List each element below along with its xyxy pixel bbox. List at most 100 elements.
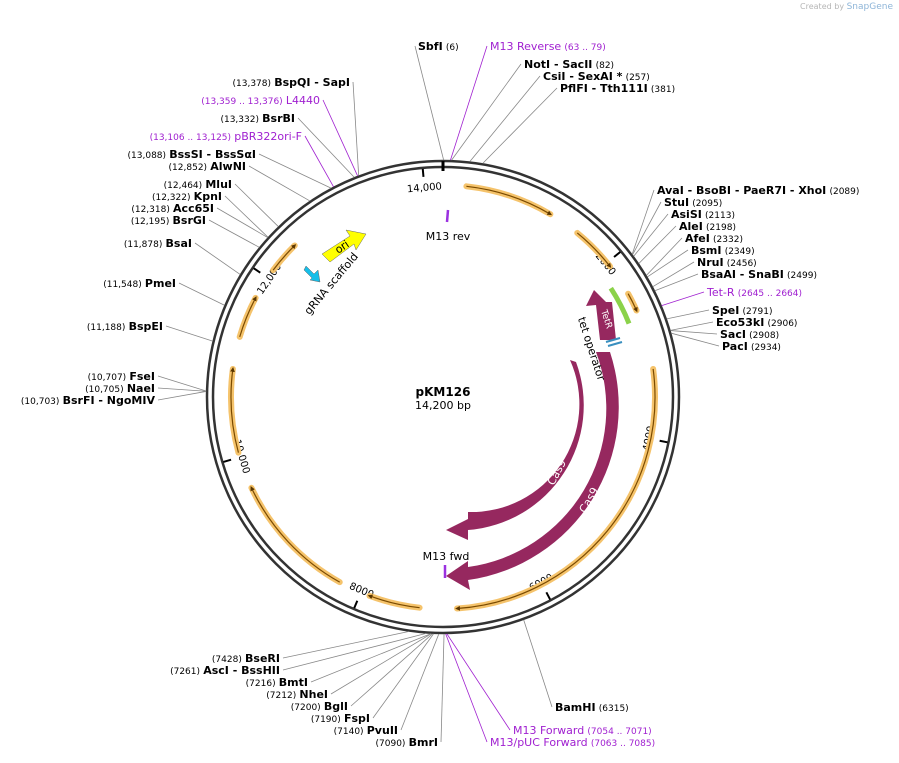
restriction-site-label[interactable]: AleI (2198) xyxy=(679,220,736,233)
site-position: (13,359 .. 13,376) xyxy=(201,97,282,107)
restriction-site-label[interactable]: (13,106 .. 13,125) pBR322ori-F xyxy=(150,130,302,143)
restriction-site-label[interactable]: M13/pUC Forward (7063 .. 7085) xyxy=(490,736,655,749)
restriction-site-label[interactable]: BsaAI - SnaBI (2499) xyxy=(701,268,817,281)
site-position: (2791) xyxy=(743,307,773,317)
primer-label-m13-fwd: M13 fwd xyxy=(423,550,470,563)
restriction-site-label[interactable]: (10,703) BsrFI - NgoMIV xyxy=(21,394,156,407)
site-position: (381) xyxy=(651,85,675,95)
site-name: FspI xyxy=(344,712,370,725)
restriction-site-label[interactable]: AfeI (2332) xyxy=(685,232,743,245)
restriction-site-label[interactable]: (7216) BmtI xyxy=(246,676,308,689)
site-name: M13 Reverse xyxy=(490,40,561,53)
restriction-site-label[interactable]: (13,378) BspQI - SapI xyxy=(233,76,351,89)
site-name: BspQI - SapI xyxy=(274,76,350,89)
restriction-site-label[interactable]: (7261) AscI - BssHII xyxy=(170,664,280,677)
site-leader xyxy=(304,135,334,187)
restriction-site-label[interactable]: (11,188) BspEI xyxy=(87,320,163,333)
restriction-site-label[interactable]: (7090) BmrI xyxy=(376,736,439,749)
site-name: pBR322ori-F xyxy=(234,130,302,143)
restriction-site-label[interactable]: SacI (2908) xyxy=(720,328,779,341)
restriction-site-label[interactable]: (13,088) BssSI - BssSαI xyxy=(128,148,256,161)
restriction-site-label[interactable]: StuI (2095) xyxy=(664,196,722,209)
restriction-site-label[interactable]: NotI - SacII (82) xyxy=(524,58,614,71)
tick-mark xyxy=(659,439,668,444)
site-name: AvaI - BsoBI - PaeR7I - XhoI xyxy=(657,184,826,197)
restriction-site-label[interactable]: SpeI (2791) xyxy=(712,304,772,317)
site-leader xyxy=(310,633,431,683)
restriction-site-label[interactable]: PflFI - Tth111I (381) xyxy=(560,82,675,95)
restriction-site-label[interactable]: M13 Reverse (63 .. 79) xyxy=(490,40,606,53)
site-position: (2908) xyxy=(749,331,779,341)
restriction-site-label[interactable]: NruI (2456) xyxy=(697,256,757,269)
restriction-site-label[interactable]: AsiSI (2113) xyxy=(671,208,735,221)
site-position: (12,852) xyxy=(169,163,208,173)
site-position: (13,332) xyxy=(220,115,259,125)
site-position: (2089) xyxy=(829,187,859,197)
restriction-site-label[interactable]: SbfI (6) xyxy=(418,40,459,53)
restriction-site-label[interactable]: (7212) NheI xyxy=(266,688,328,701)
site-name: L4440 xyxy=(286,94,320,107)
site-position: (2934) xyxy=(751,343,781,353)
site-position: (10,703) xyxy=(21,397,60,407)
orf-arc-line xyxy=(455,368,656,611)
site-position: (6315) xyxy=(599,704,629,714)
site-position: (63 .. 79) xyxy=(564,43,605,53)
orf-arc xyxy=(463,183,554,218)
restriction-site-label[interactable]: (13,332) BsrBI xyxy=(220,112,295,125)
restriction-site-label[interactable]: Tet-R (2645 .. 2664) xyxy=(706,286,802,299)
site-leader xyxy=(469,75,541,162)
backbone xyxy=(205,159,681,635)
restriction-site-label[interactable]: (12,464) MluI xyxy=(164,178,232,191)
restriction-site-label[interactable]: BsmI (2349) xyxy=(691,244,755,257)
restriction-site-label[interactable]: (12,322) KpnI xyxy=(152,190,222,203)
site-leader xyxy=(352,81,360,176)
site-leader xyxy=(647,249,689,278)
restriction-site-label[interactable]: (7190) FspI xyxy=(311,712,370,725)
tetr-highlight xyxy=(608,286,632,325)
restriction-site-label[interactable]: (11,878) BsaI xyxy=(124,237,192,250)
site-position: (11,548) xyxy=(103,280,142,290)
site-name: Acc65I xyxy=(173,202,214,215)
site-position: (2095) xyxy=(692,199,722,209)
site-leader xyxy=(654,273,699,292)
feature-cas9-outer[interactable]: Cas9 xyxy=(446,352,619,590)
restriction-site-label[interactable]: (7140) PvuII xyxy=(334,724,398,737)
restriction-site-label[interactable]: M13 Forward (7054 .. 7071) xyxy=(513,724,652,737)
restriction-site-label[interactable]: (12,195) BsrGI xyxy=(131,214,206,227)
feature-label-cas9-inner: Cas9 xyxy=(545,457,569,487)
site-leader xyxy=(666,309,710,320)
site-leader xyxy=(157,387,207,392)
site-position: (12,464) xyxy=(164,181,203,191)
site-leader xyxy=(194,242,241,275)
feature-tetr[interactable]: TetR xyxy=(586,290,616,340)
restriction-site-label[interactable]: Eco53kI (2906) xyxy=(716,316,797,329)
orf-layer xyxy=(228,183,658,612)
site-leader xyxy=(297,117,355,178)
orf-arc-line xyxy=(576,232,612,268)
restriction-site-label[interactable]: CsiI - SexAI * (257) xyxy=(543,70,650,83)
site-name: PacI xyxy=(722,340,748,353)
restriction-site-label[interactable]: (11,548) PmeI xyxy=(103,277,176,290)
site-position: (2645 .. 2664) xyxy=(738,289,802,299)
site-name: AleI xyxy=(679,220,703,233)
site-position: (12,322) xyxy=(152,193,191,203)
restriction-site-label[interactable]: (10,705) NaeI xyxy=(85,382,155,395)
orf-arc xyxy=(366,592,423,611)
site-position: (11,188) xyxy=(87,323,126,333)
orf-arc-line xyxy=(250,486,341,583)
restriction-site-label[interactable]: PacI (2934) xyxy=(722,340,781,353)
tick-mark xyxy=(613,251,621,258)
restriction-site-label[interactable]: (13,359 .. 13,376) L4440 xyxy=(201,94,320,107)
restriction-site-label[interactable]: (12,318) Acc65I xyxy=(131,202,214,215)
restriction-site-label[interactable]: (10,707) FseI xyxy=(88,370,155,383)
site-name: MluI xyxy=(205,178,232,191)
restriction-site-label[interactable]: (12,852) AlwNI xyxy=(169,160,246,173)
site-name: BamHI xyxy=(555,701,596,714)
site-position: (13,088) xyxy=(128,151,167,161)
restriction-site-label[interactable]: (7200) BglI xyxy=(291,700,348,713)
restriction-site-label[interactable]: BamHI (6315) xyxy=(555,701,629,714)
site-leader xyxy=(633,213,669,257)
restriction-site-label[interactable]: AvaI - BsoBI - PaeR7I - XhoI (2089) xyxy=(657,184,859,197)
restriction-site-label[interactable]: (7428) BseRI xyxy=(212,652,280,665)
tick-mark xyxy=(253,267,261,274)
